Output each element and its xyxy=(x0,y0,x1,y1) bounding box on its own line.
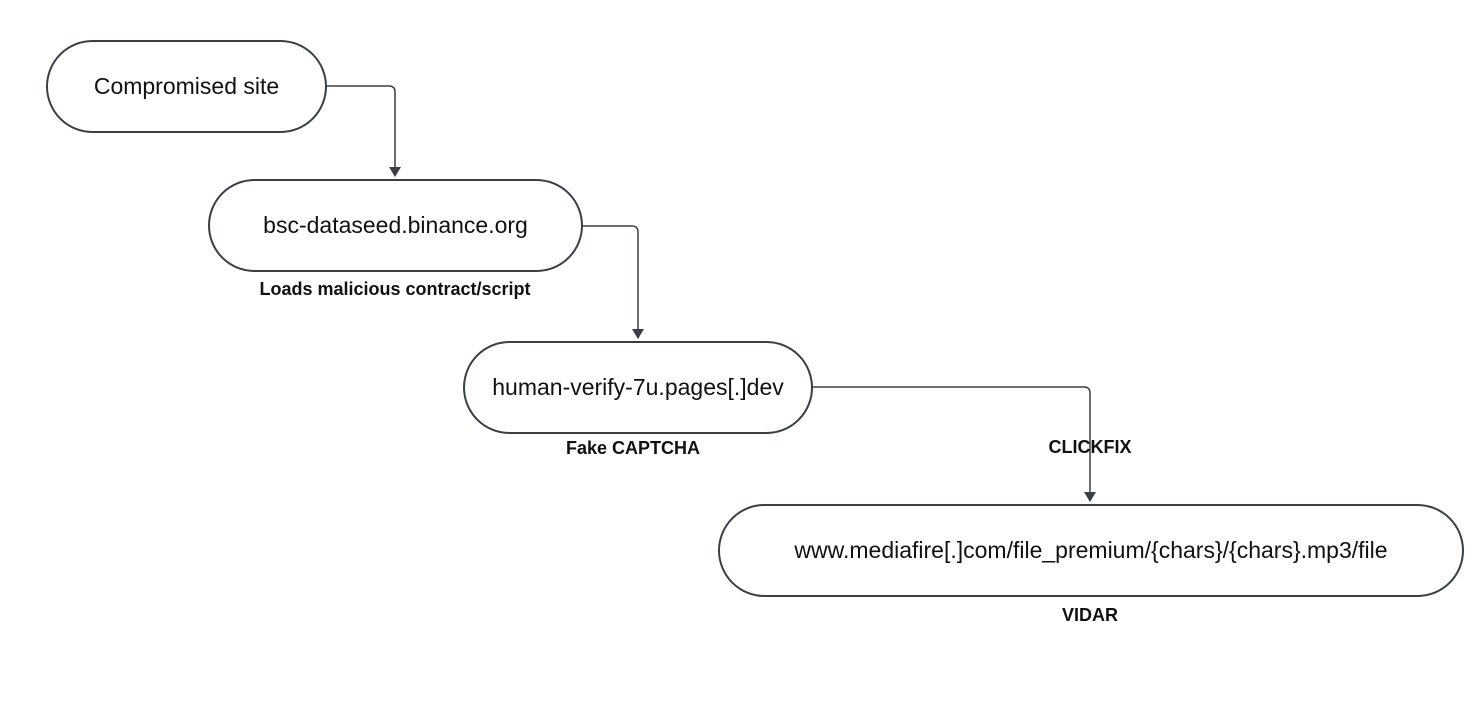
node-pages-dev: human-verify-7u.pages[.]dev xyxy=(463,341,813,434)
caption-vidar: VIDAR xyxy=(1061,605,1119,625)
node-pages-dev-label: human-verify-7u.pages[.]dev xyxy=(492,374,784,400)
node-mediafire: www.mediafire[.]com/file_premium/{chars}… xyxy=(718,504,1464,597)
node-binance: bsc-dataseed.binance.org xyxy=(208,179,583,272)
edge-binance-to-pages-dev xyxy=(582,225,644,339)
node-binance-label: bsc-dataseed.binance.org xyxy=(263,212,528,238)
edge-site-to-binance xyxy=(326,85,401,177)
caption-fake-captcha: Fake CAPTCHA xyxy=(565,438,701,458)
caption-loads-malicious: Loads malicious contract/script xyxy=(259,279,531,299)
edge-pages-dev-to-mediafire xyxy=(812,386,1096,502)
node-mediafire-label: www.mediafire[.]com/file_premium/{chars}… xyxy=(794,537,1388,563)
edge-label-clickfix: CLICKFIX xyxy=(1048,437,1132,457)
node-compromised-site: Compromised site xyxy=(46,40,327,133)
node-compromised-site-label: Compromised site xyxy=(93,73,280,99)
